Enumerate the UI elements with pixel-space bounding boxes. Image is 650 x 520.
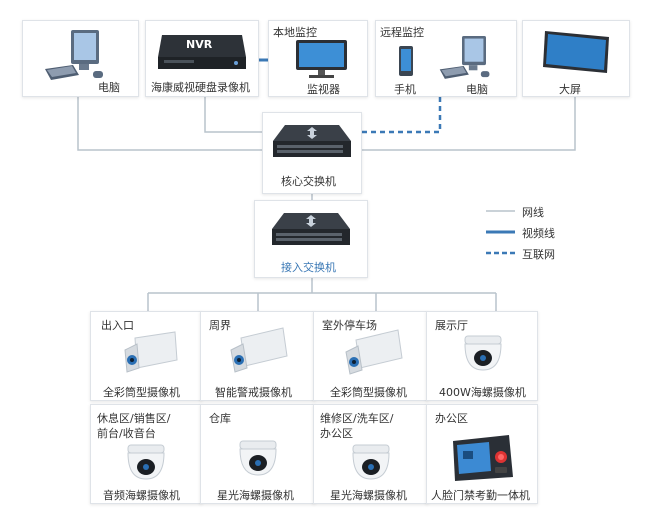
remote-title: 远程监控	[380, 26, 424, 39]
area-label-line2: 前台/收音台	[97, 427, 156, 440]
local-monitor-box: 本地监控 监视器	[268, 20, 368, 97]
computer-icon	[439, 36, 490, 79]
area-label-line1: 办公区	[435, 412, 468, 425]
camera-card: 出入口 全彩筒型摄像机	[90, 311, 202, 401]
device-label: 400W海螺摄像机	[439, 386, 526, 399]
face-access-terminal-icon	[453, 435, 513, 481]
dome-camera-icon	[352, 444, 390, 480]
area-label: 展示厅	[435, 319, 468, 332]
area-label-line1: 仓库	[209, 412, 231, 425]
pc-remote-label: 电脑	[466, 83, 488, 96]
area-label-line2: 办公区	[320, 427, 353, 440]
computer-icon	[45, 30, 103, 80]
nvr-caption: 海康威视硬盘录像机	[151, 81, 250, 94]
camera-card: 室外停车场 全彩筒型摄像机	[313, 311, 428, 401]
core-switch-box: 核心交换机	[262, 112, 362, 194]
device-label: 智能警戒摄像机	[215, 386, 292, 399]
switch-icon	[272, 213, 350, 245]
device-label: 人脸门禁考勤一体机	[431, 489, 530, 502]
area-label: 周界	[209, 319, 231, 332]
switch-icon	[273, 125, 351, 157]
camera-card: 休息区/销售区/ 前台/收音台 音频海螺摄像机	[90, 404, 202, 504]
big-screen-icon	[543, 31, 609, 73]
camera-card: 办公区 人脸门禁考勤一体机	[426, 404, 538, 504]
bullet-camera-icon	[230, 327, 288, 373]
local-caption: 监视器	[307, 83, 340, 96]
area-label: 室外停车场	[322, 319, 377, 332]
local-title: 本地监控	[273, 26, 317, 39]
legend-video: 视频线	[522, 227, 555, 240]
pc-left-box: 电脑	[22, 20, 139, 97]
nvr-box: NVR 海康威视硬盘录像机	[145, 20, 259, 97]
bigscreen-label: 大屏	[559, 83, 581, 96]
dome-camera-icon	[127, 444, 165, 480]
camera-card: 展示厅 400W海螺摄像机	[426, 311, 538, 401]
device-label: 全彩筒型摄像机	[330, 386, 407, 399]
core-switch-label: 核心交换机	[281, 175, 336, 188]
monitor-icon	[296, 40, 347, 78]
bigscreen-box: 大屏	[522, 20, 630, 97]
device-label: 星光海螺摄像机	[330, 489, 407, 502]
phone-icon	[399, 46, 413, 76]
pc-left-label: 电脑	[98, 81, 120, 94]
dome-camera-icon	[239, 440, 277, 476]
area-label-line1: 维修区/洗车区/	[320, 412, 394, 425]
area-label-line1: 休息区/销售区/	[97, 412, 171, 425]
camera-card: 仓库 星光海螺摄像机	[200, 404, 315, 504]
device-label: 星光海螺摄像机	[217, 489, 294, 502]
phone-label: 手机	[394, 83, 416, 96]
access-switch-box: 接入交换机	[254, 200, 368, 278]
legend-network: 网线	[522, 206, 544, 219]
area-label: 出入口	[101, 319, 134, 332]
nvr-recorder-icon	[158, 35, 246, 69]
camera-card: 维修区/洗车区/ 办公区 星光海螺摄像机	[313, 404, 428, 504]
camera-card: 周界 智能警戒摄像机	[200, 311, 315, 401]
bullet-camera-icon	[345, 329, 403, 375]
device-label: 音频海螺摄像机	[103, 489, 180, 502]
device-label: 全彩筒型摄像机	[103, 386, 180, 399]
nvr-badge: NVR	[186, 38, 213, 51]
dome-camera-icon	[464, 335, 502, 371]
access-switch-label: 接入交换机	[281, 261, 336, 274]
remote-monitor-box: 远程监控 手机 电脑	[375, 20, 517, 97]
bullet-camera-icon	[124, 331, 178, 373]
legend-internet: 互联网	[522, 248, 555, 261]
